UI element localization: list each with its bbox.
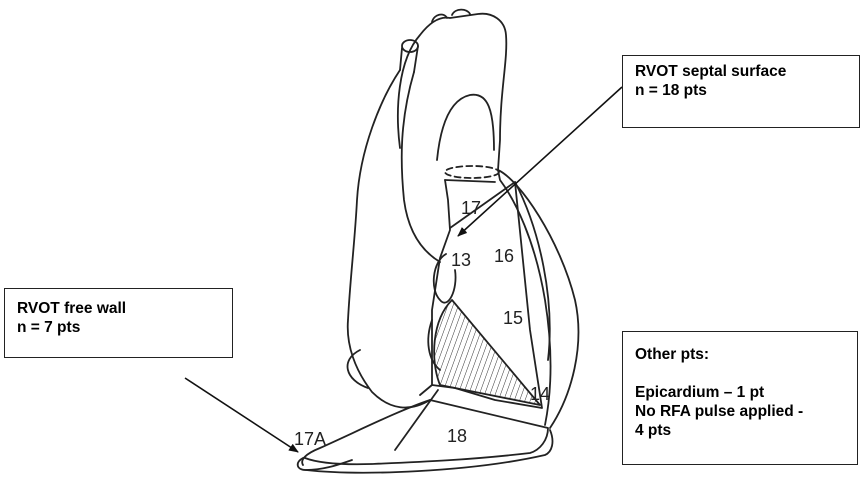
callout-other-epicardium: Epicardium – 1 pt bbox=[635, 383, 857, 402]
segment-label-14: 14 bbox=[530, 384, 550, 404]
callout-rvot-free-wall: RVOT free wall n = 7 pts bbox=[4, 288, 233, 358]
arch-inner bbox=[437, 95, 494, 160]
segment-label-17a: 17A bbox=[294, 429, 326, 449]
segment-label-13: 13 bbox=[451, 250, 471, 270]
pulmonary-inner bbox=[402, 72, 440, 262]
septum-edge bbox=[515, 182, 550, 360]
callout-free-wall-title: RVOT free wall bbox=[17, 299, 232, 318]
arrow-free-wall bbox=[185, 378, 298, 452]
callout-other-pts: Other pts: Epicardium – 1 pt No RFA puls… bbox=[622, 331, 858, 465]
valve-ring bbox=[445, 166, 499, 178]
segment-label-17: 17 bbox=[461, 198, 481, 218]
callout-free-wall-count: n = 7 pts bbox=[17, 318, 232, 337]
hatched-region bbox=[434, 300, 540, 405]
tail-lower bbox=[306, 430, 552, 473]
wedge-divider bbox=[395, 390, 438, 450]
segment-label-15: 15 bbox=[503, 308, 523, 328]
segment-label-18: 18 bbox=[447, 426, 467, 446]
lower-wedge bbox=[302, 400, 548, 465]
aortic-arch bbox=[398, 14, 506, 170]
callout-septal-title: RVOT septal surface bbox=[635, 62, 859, 81]
callout-other-spacer bbox=[635, 364, 857, 383]
segment-label-16: 16 bbox=[494, 246, 514, 266]
valve-ring-lower bbox=[445, 180, 495, 182]
callout-other-title: Other pts: bbox=[635, 345, 857, 364]
arch-vessel-2 bbox=[452, 10, 470, 15]
callout-other-no-rfa: No RFA pulse applied - bbox=[635, 402, 857, 421]
callout-rvot-septal: RVOT septal surface n = 18 pts bbox=[622, 55, 860, 128]
callout-septal-count: n = 18 pts bbox=[635, 81, 859, 100]
arrow-septal bbox=[458, 87, 622, 236]
callout-other-no-rfa-count: 4 pts bbox=[635, 421, 857, 440]
